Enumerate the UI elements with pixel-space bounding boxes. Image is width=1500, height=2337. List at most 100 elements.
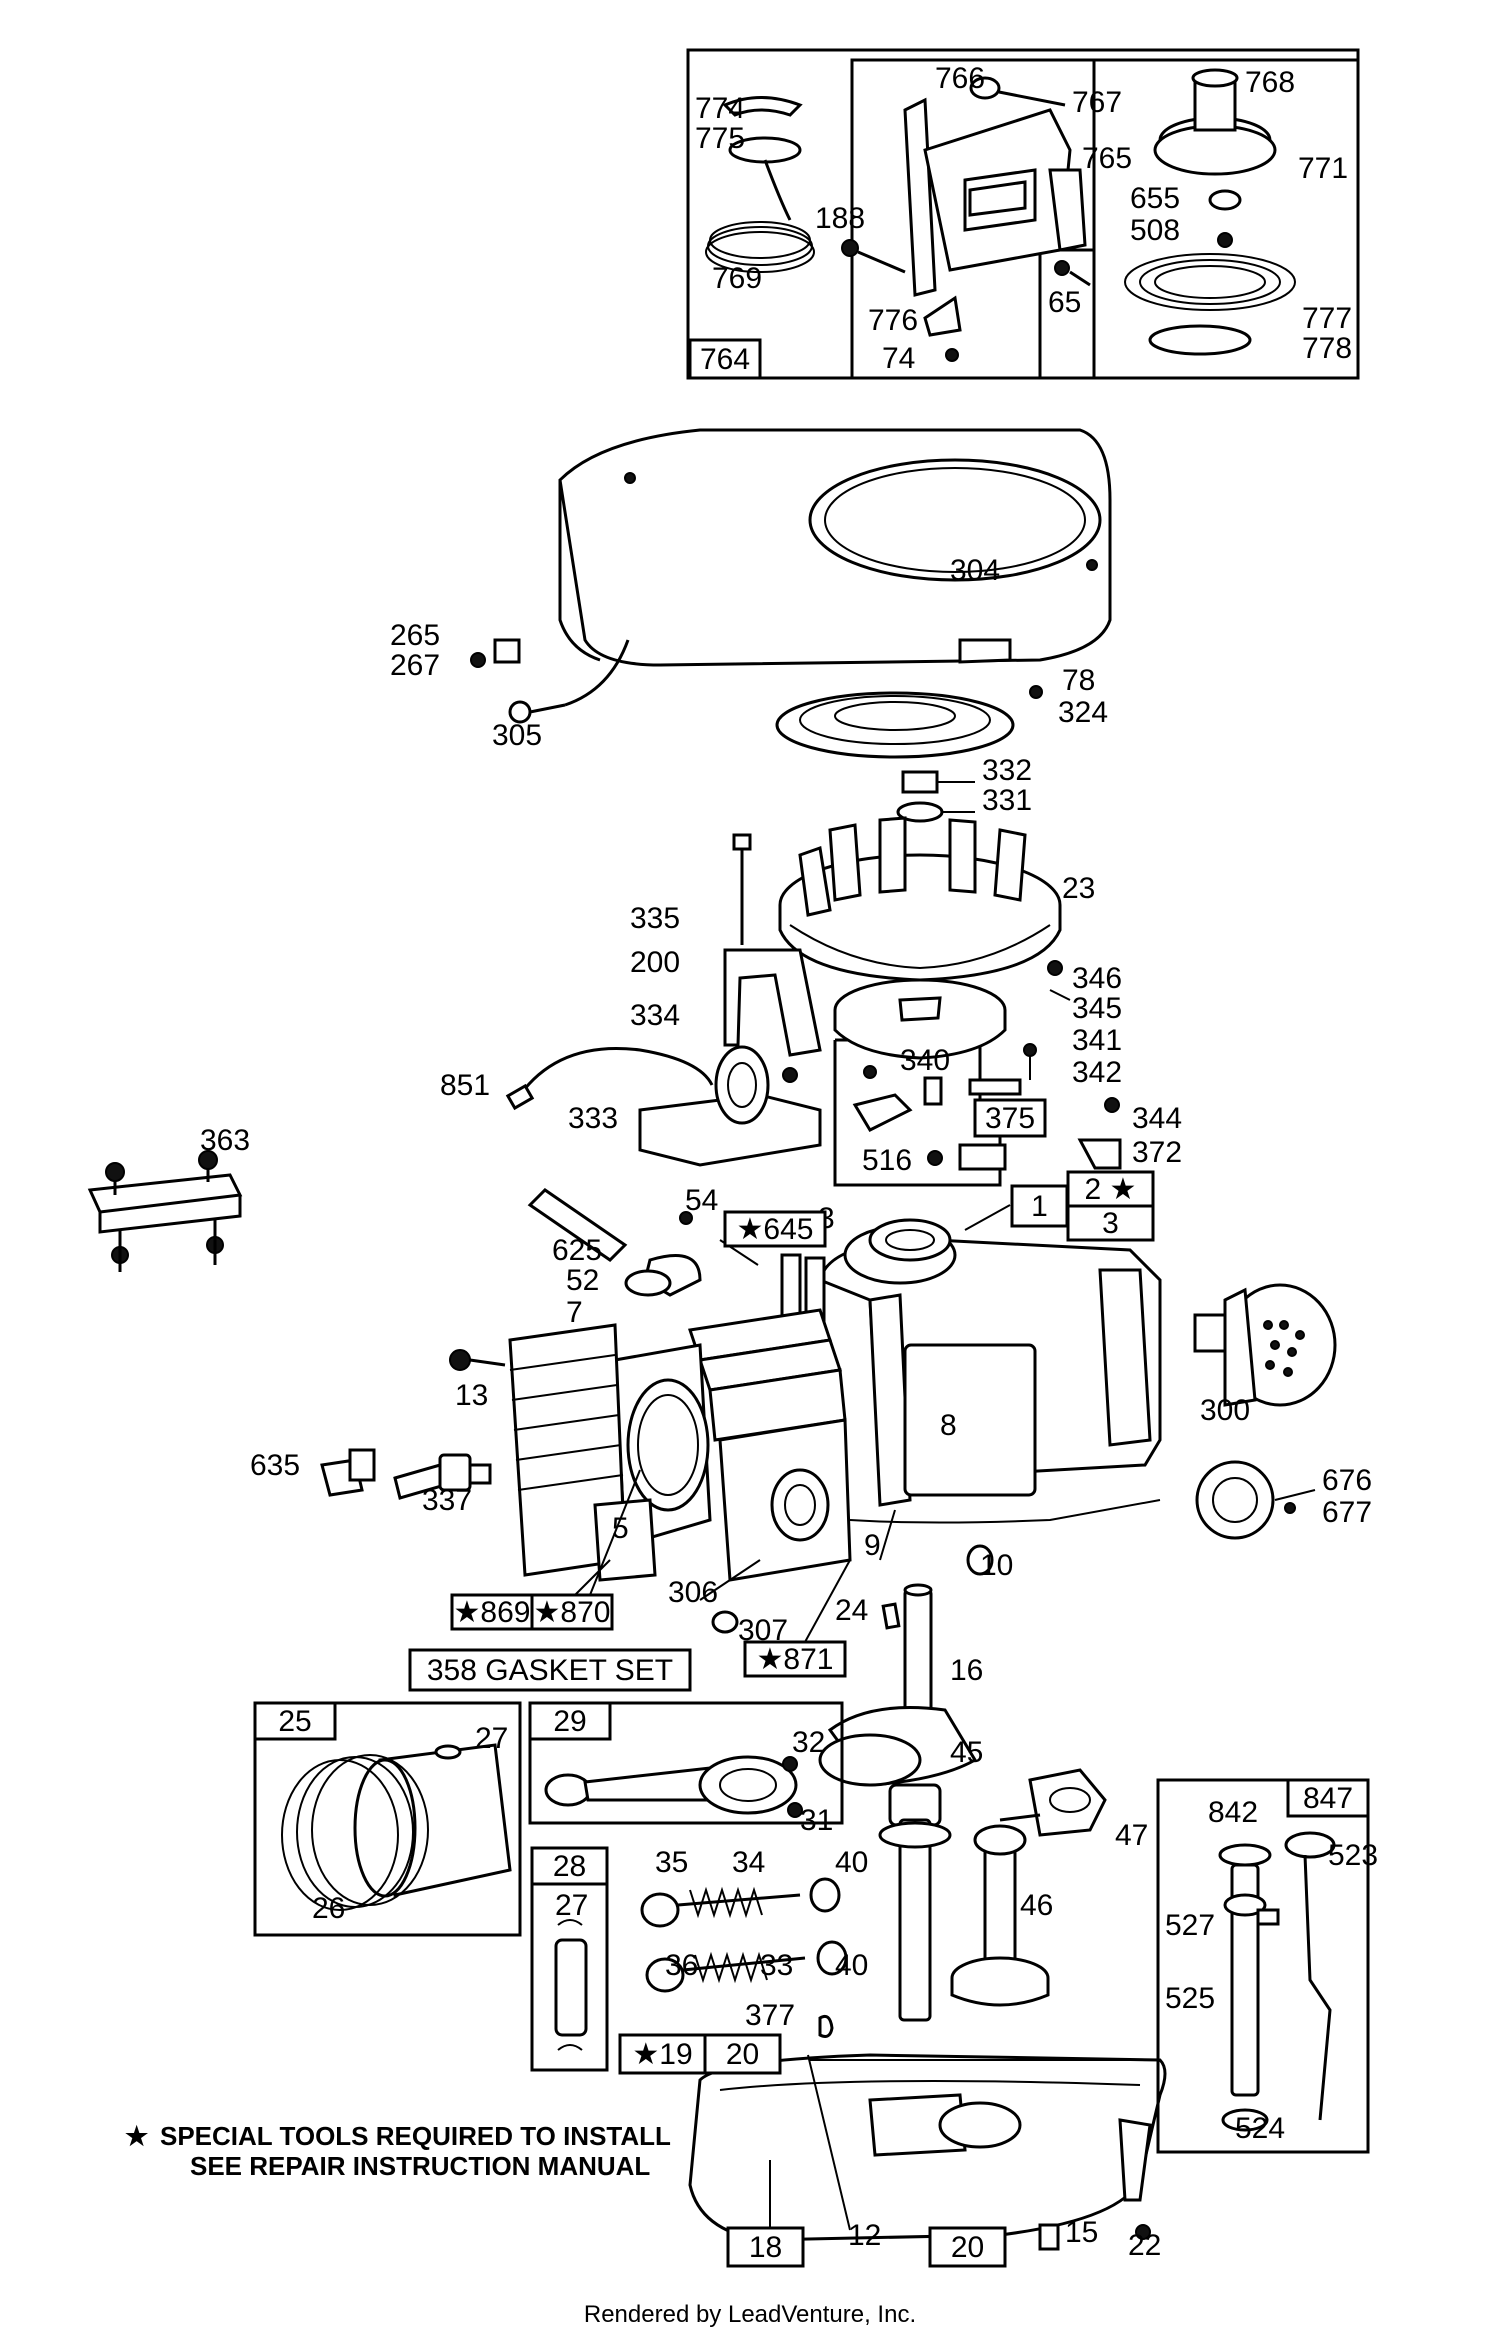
boxed-label-29: 29: [528, 1701, 612, 1741]
callout-267: 267: [390, 649, 440, 682]
label-box: [1066, 1204, 1155, 1242]
boxed-label-3b: 3: [1066, 1204, 1155, 1242]
callout-765: 765: [1082, 142, 1132, 175]
callout-200: 200: [630, 946, 680, 979]
callout-27a: 27: [475, 1722, 508, 1755]
callout-335: 335: [630, 902, 680, 935]
callout-305: 305: [492, 719, 542, 752]
callout-635: 635: [250, 1449, 300, 1482]
governor-drawing: [999, 1768, 1107, 1837]
callout-34: 34: [732, 1846, 765, 1879]
muffler-drawing: [1193, 1283, 1337, 1407]
starter-pulley-drawing: [1124, 68, 1296, 356]
label-text: 20: [726, 2038, 759, 2071]
callout-40b: 40: [835, 1949, 868, 1982]
starter-handle-drawing: [705, 96, 815, 273]
boxed-label-28: 28: [530, 1846, 609, 1886]
special-tools-note: ★ SPECIAL TOOLS REQUIRED TO INSTALL SEE …: [125, 2121, 671, 2181]
label-text: 375: [985, 1102, 1035, 1135]
callout-524: 524: [1235, 2112, 1285, 2145]
callout-74: 74: [882, 342, 915, 375]
label-text: 28: [553, 1850, 586, 1883]
label-text: 3: [1102, 1207, 1119, 1240]
callout-851: 851: [440, 1069, 490, 1102]
breather-tube-drawing: [527, 1188, 702, 1297]
callout-767: 767: [1072, 86, 1122, 119]
label-box: [530, 1593, 614, 1631]
boxed-label-19: ★19: [618, 2033, 707, 2075]
boxed-label-1: 1: [1010, 1184, 1069, 1228]
breaker-kit-drawing: [833, 960, 1122, 1187]
callout-33: 33: [760, 1949, 793, 1982]
label-box: [973, 1098, 1047, 1138]
label-text: 358 GASKET SET: [427, 1654, 673, 1687]
callout-842: 842: [1208, 1796, 1258, 1829]
callout-36: 36: [665, 1949, 698, 1982]
callout-340: 340: [900, 1044, 950, 1077]
callout-306: 306: [668, 1576, 718, 1609]
footer-credit: Rendered by LeadVenture, Inc.: [584, 2301, 916, 2328]
callout-15: 15: [1065, 2216, 1098, 2249]
callout-525: 525: [1165, 1982, 1215, 2015]
label-box: [1286, 1778, 1370, 1818]
camshaft-drawing: [950, 1824, 1050, 2007]
star-symbol: ★: [125, 2121, 149, 2151]
callout-677: 677: [1322, 1496, 1372, 1529]
valves-drawing: [640, 1877, 848, 1993]
boxed-label-645: ★645: [723, 1210, 827, 1248]
callout-10: 10: [980, 1549, 1013, 1582]
callout-16: 16: [950, 1654, 983, 1687]
boxed-label-870: ★870: [530, 1593, 614, 1631]
leader-lines: [574, 1204, 1011, 1643]
callout-523: 523: [1328, 1839, 1378, 1872]
armature-drawing: [505, 1045, 822, 1167]
stop-switch-drawing: [723, 833, 822, 1083]
label-text: ★869: [454, 1596, 531, 1629]
callout-324: 324: [1058, 696, 1108, 729]
label-text: 18: [749, 2231, 782, 2264]
callout-332: 332: [982, 754, 1032, 787]
note-line-1: SPECIAL TOOLS REQUIRED TO INSTALL: [160, 2121, 671, 2151]
boxed-label-18: 18: [726, 2226, 805, 2268]
callout-372: 372: [1132, 1136, 1182, 1169]
callout-188: 188: [815, 202, 865, 235]
connecting-rod-kit-drawing: [528, 1701, 844, 1825]
blower-screws-drawing: [470, 638, 630, 724]
callout-363: 363: [200, 1124, 250, 1157]
label-box: [253, 1701, 337, 1741]
label-box: [723, 1210, 827, 1248]
callout-342: 342: [1072, 1056, 1122, 1089]
callout-27b: 27: [555, 1889, 588, 1922]
callout-31: 31: [800, 1804, 833, 1837]
callout-778: 778: [1302, 332, 1352, 365]
callout-46: 46: [1020, 1889, 1053, 1922]
callout-768: 768: [1245, 66, 1295, 99]
oil-fill-kit-drawing: [1156, 1778, 1370, 2154]
boxed-label-2star: 2 ★: [1066, 1170, 1155, 1208]
callout-5: 5: [612, 1512, 629, 1545]
tool-363-drawing: [87, 1150, 243, 1272]
label-text: 20: [951, 2231, 984, 2264]
callout-341: 341: [1072, 1024, 1122, 1057]
callout-65: 65: [1048, 286, 1081, 319]
callout-766: 766: [935, 62, 985, 95]
callout-331: 331: [982, 784, 1032, 817]
label-box: [688, 338, 762, 380]
callout-377: 377: [745, 1999, 795, 2032]
spark-plug-drawing: [320, 1349, 506, 1500]
label-box: [408, 1648, 692, 1692]
boxed-label-869: ★869: [450, 1593, 534, 1631]
boxed-label-20a: 20: [703, 2033, 782, 2075]
callout-32: 32: [792, 1726, 825, 1759]
callout-776: 776: [868, 304, 918, 337]
callout-771: 771: [1298, 152, 1348, 185]
starter-kit-frame: [686, 48, 1360, 380]
piston-kit-drawing: [253, 1701, 522, 1937]
callout-777: 777: [1302, 302, 1352, 335]
callout-24: 24: [835, 1594, 868, 1627]
callout-337: 337: [422, 1484, 472, 1517]
callout-676: 676: [1322, 1464, 1372, 1497]
boxed-label-375: 375: [973, 1098, 1047, 1138]
callout-40a: 40: [835, 1846, 868, 1879]
